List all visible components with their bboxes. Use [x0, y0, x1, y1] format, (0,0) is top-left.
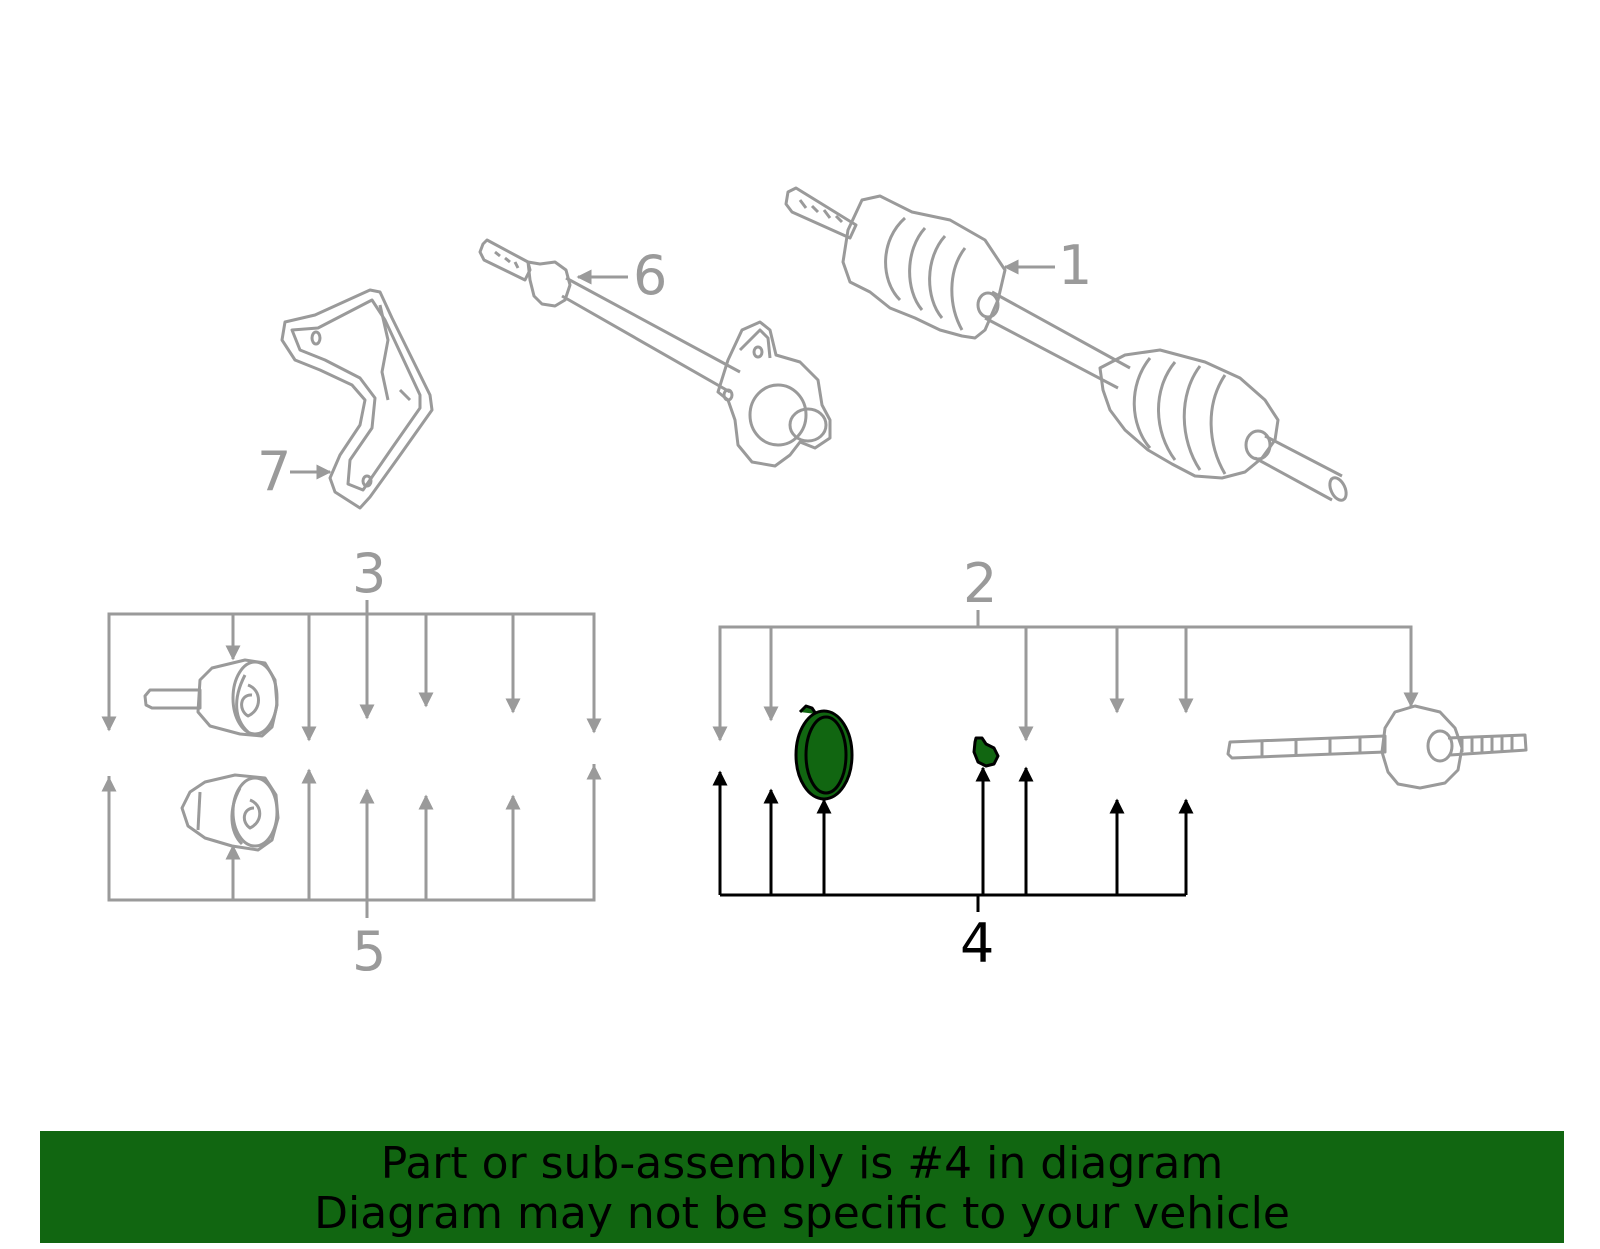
banner-line-1: Part or sub-assembly is #4 in diagram [380, 1138, 1224, 1189]
callout-4-label: 4 [960, 912, 994, 975]
info-banner [40, 1131, 1564, 1243]
callout-group-3-5 [101, 600, 602, 918]
banner-line-2: Diagram may not be specific to your vehi… [314, 1188, 1290, 1239]
callout-2-label: 2 [963, 552, 997, 615]
boot-clamp-large-highlighted [794, 704, 854, 801]
callout-5-label: 5 [352, 920, 386, 983]
bracket-part-7 [280, 288, 434, 510]
callout-group-2 [712, 610, 1419, 742]
info-banner-text: Part or sub-assembly is #4 in diagram Di… [40, 1131, 1564, 1243]
boot-clamp-small-highlighted [972, 736, 1000, 768]
callout-3-label: 3 [352, 542, 386, 605]
callout-group-4 [712, 766, 1194, 912]
callout-7-label: 7 [257, 440, 291, 503]
stub-shaft-part-6 [478, 238, 832, 468]
callout-1: 1 [1003, 234, 1092, 297]
cv-joint-outer-part [143, 658, 279, 738]
callout-6: 6 [576, 244, 667, 307]
callout-6-label: 6 [633, 244, 667, 307]
axle-assembly-part-1 [784, 186, 1348, 502]
inner-shaft-part [1226, 704, 1528, 790]
callout-7: 7 [257, 440, 332, 503]
cv-joint-inner-part [180, 773, 280, 852]
callout-1-label: 1 [1058, 234, 1092, 297]
